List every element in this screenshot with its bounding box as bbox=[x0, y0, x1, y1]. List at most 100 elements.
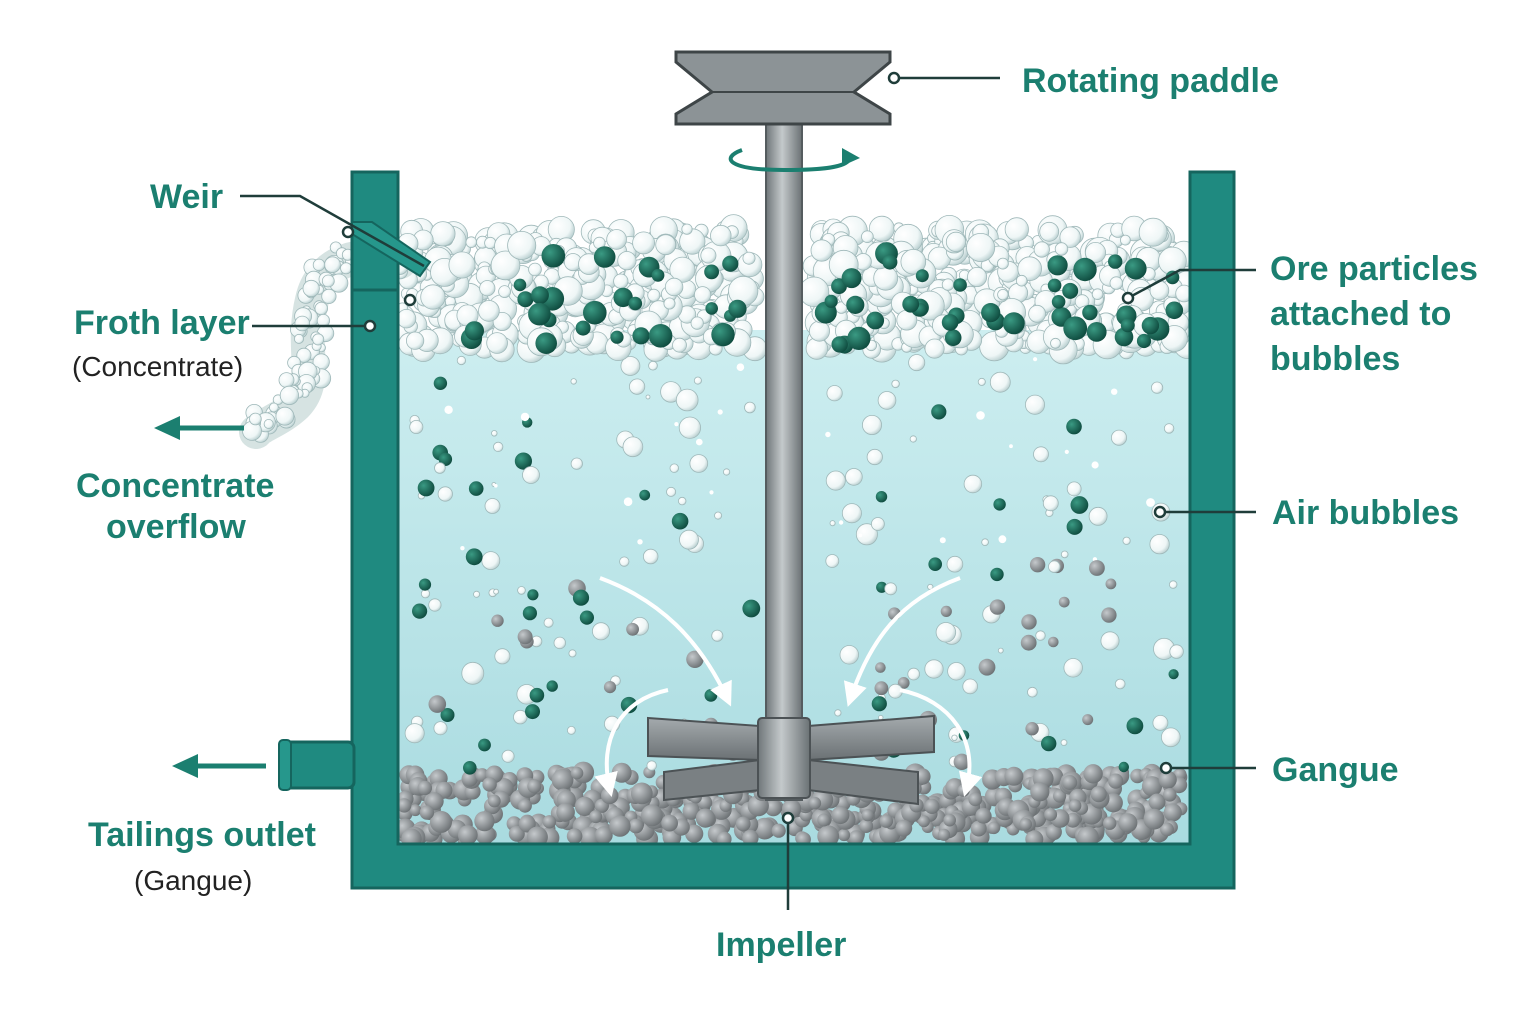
froth-bubble bbox=[742, 251, 756, 265]
ore-particle bbox=[871, 696, 887, 712]
air-bubble bbox=[501, 749, 515, 763]
froth-bubble bbox=[690, 316, 704, 330]
gangue-particle bbox=[968, 792, 983, 807]
ore-particle bbox=[433, 376, 448, 390]
froth-bubble bbox=[1028, 304, 1046, 323]
ore-particle bbox=[632, 327, 650, 345]
froth-bubble bbox=[873, 265, 899, 291]
air-bubble bbox=[1063, 658, 1083, 678]
air-bubble bbox=[866, 448, 883, 466]
label-concentrate-overflow-line2: overflow bbox=[106, 508, 246, 546]
micro-bubble bbox=[444, 405, 453, 414]
froth-bubble bbox=[810, 239, 833, 262]
gangue-particle bbox=[1103, 816, 1117, 830]
gangue-particle bbox=[630, 782, 653, 805]
froth-bubble bbox=[997, 257, 1009, 270]
ore-particle bbox=[1124, 257, 1147, 280]
froth-bubble bbox=[924, 338, 945, 359]
air-bubble bbox=[924, 659, 944, 679]
froth-bubble bbox=[1091, 288, 1104, 301]
label-tailings-outlet-sub: (Gangue) bbox=[134, 865, 252, 896]
leader-lines bbox=[240, 71, 1256, 910]
gangue-particle bbox=[1004, 766, 1024, 786]
gangue-particle bbox=[527, 779, 542, 794]
gangue-particle bbox=[1141, 776, 1163, 797]
ore-particle bbox=[468, 481, 484, 496]
gangue-particle bbox=[626, 622, 639, 636]
air-bubble bbox=[884, 582, 898, 596]
froth-bubble bbox=[967, 266, 988, 287]
air-bubble bbox=[428, 598, 442, 612]
ore-particle bbox=[1120, 318, 1135, 333]
gangue-particle bbox=[1105, 578, 1117, 590]
air-bubble bbox=[1122, 536, 1131, 545]
air-bubble bbox=[862, 414, 883, 435]
air-bubble bbox=[977, 377, 986, 386]
gangue-particle bbox=[409, 804, 422, 817]
air-bubble bbox=[935, 622, 957, 643]
label-air-bubbles: Air bubbles bbox=[1272, 494, 1459, 532]
ore-particle bbox=[941, 314, 959, 331]
froth-bubble bbox=[1015, 274, 1028, 287]
froth-bubble bbox=[945, 231, 967, 252]
gangue-particle bbox=[518, 798, 532, 813]
gangue-particle bbox=[482, 777, 497, 792]
air-bubble bbox=[675, 388, 699, 412]
ore-particle bbox=[529, 687, 545, 703]
gangue-particle bbox=[874, 681, 889, 696]
froth-bubble bbox=[941, 278, 955, 291]
ore-particle bbox=[1051, 295, 1066, 309]
air-bubble bbox=[1161, 727, 1181, 748]
air-bubble bbox=[1033, 446, 1049, 463]
ore-particle bbox=[722, 255, 739, 272]
froth-bubble bbox=[478, 300, 500, 322]
ore-particle bbox=[583, 300, 607, 325]
froth-bubble bbox=[420, 284, 446, 310]
gangue-particle bbox=[574, 796, 595, 817]
ore-particle bbox=[464, 321, 484, 341]
froth-bubble bbox=[1017, 256, 1042, 282]
gangue-particle bbox=[628, 818, 644, 834]
air-bubble bbox=[553, 636, 567, 650]
ore-particle bbox=[575, 320, 591, 336]
micro-bubble bbox=[1033, 357, 1038, 362]
ore-particle bbox=[1114, 327, 1134, 347]
ore-particle bbox=[1086, 322, 1107, 342]
gangue-particle bbox=[940, 605, 952, 618]
air-bubble bbox=[1114, 678, 1126, 690]
gangue-particle bbox=[861, 809, 874, 822]
froth-bubble bbox=[324, 256, 341, 274]
air-bubble bbox=[567, 726, 576, 735]
gangue-particle bbox=[1020, 634, 1037, 651]
froth-bubble bbox=[1138, 217, 1168, 247]
ore-particle bbox=[981, 303, 1001, 323]
gangue-particle bbox=[859, 819, 874, 833]
gangue-particle bbox=[1148, 793, 1166, 811]
ore-particle bbox=[546, 680, 558, 692]
ore-particle bbox=[531, 286, 549, 305]
ore-particle bbox=[705, 302, 718, 315]
froth-bubble bbox=[632, 231, 655, 255]
air-bubble bbox=[1042, 495, 1059, 512]
froth-bubble bbox=[1085, 241, 1107, 263]
ore-particle bbox=[1141, 316, 1160, 335]
air-bubble bbox=[711, 629, 724, 642]
gangue-particle bbox=[1089, 560, 1105, 576]
gangue-particle bbox=[397, 798, 412, 813]
air-bubble bbox=[1151, 381, 1164, 394]
air-bubble bbox=[1066, 481, 1082, 497]
air-bubble bbox=[908, 354, 926, 372]
ore-particle bbox=[579, 610, 595, 625]
gangue-particle bbox=[831, 806, 850, 825]
air-bubble bbox=[493, 588, 500, 595]
froth-bubble bbox=[1004, 217, 1029, 242]
gangue-particle bbox=[895, 819, 913, 837]
froth-layer bbox=[388, 214, 1203, 365]
air-bubble bbox=[841, 503, 862, 524]
ore-particle bbox=[613, 287, 633, 308]
air-bubble bbox=[669, 463, 680, 473]
tailings-outlet-pipe bbox=[280, 740, 356, 790]
ore-particle bbox=[639, 489, 651, 501]
gangue-particle bbox=[542, 815, 557, 829]
